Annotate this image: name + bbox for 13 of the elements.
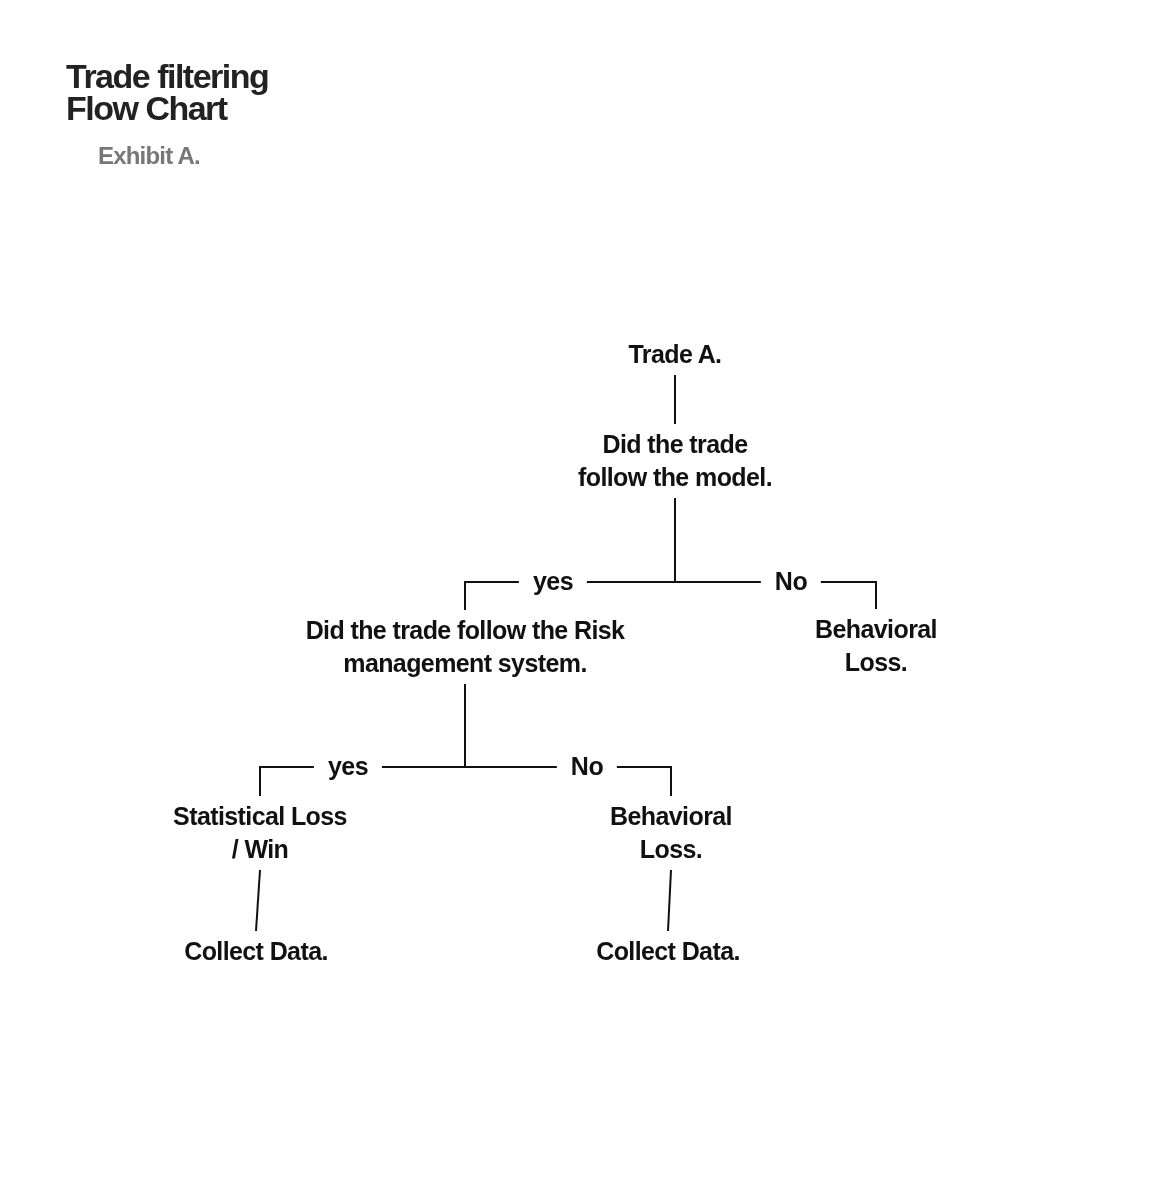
flow-step-text: Behavioral Loss. xyxy=(581,796,761,870)
flow-step-text: Did the trade follow the Risk management system. xyxy=(305,610,625,684)
flow-step-text: Collect Data. xyxy=(568,931,768,972)
flow-step-text: Did the trade follow the model. xyxy=(575,424,775,498)
chart-title: Trade filtering Flow Chart xyxy=(66,60,270,124)
flow-step-text: Behavioral Loss. xyxy=(786,609,966,683)
exhibit-label: Exhibit A. xyxy=(98,142,200,170)
connector-line xyxy=(674,374,676,425)
flow-step-text: Trade A. xyxy=(595,334,755,375)
connector-line xyxy=(667,869,672,932)
connector-line xyxy=(255,869,261,932)
flow-step-text: Collect Data. xyxy=(156,931,356,972)
flow-step-text: Statistical Loss / Win xyxy=(170,796,350,870)
